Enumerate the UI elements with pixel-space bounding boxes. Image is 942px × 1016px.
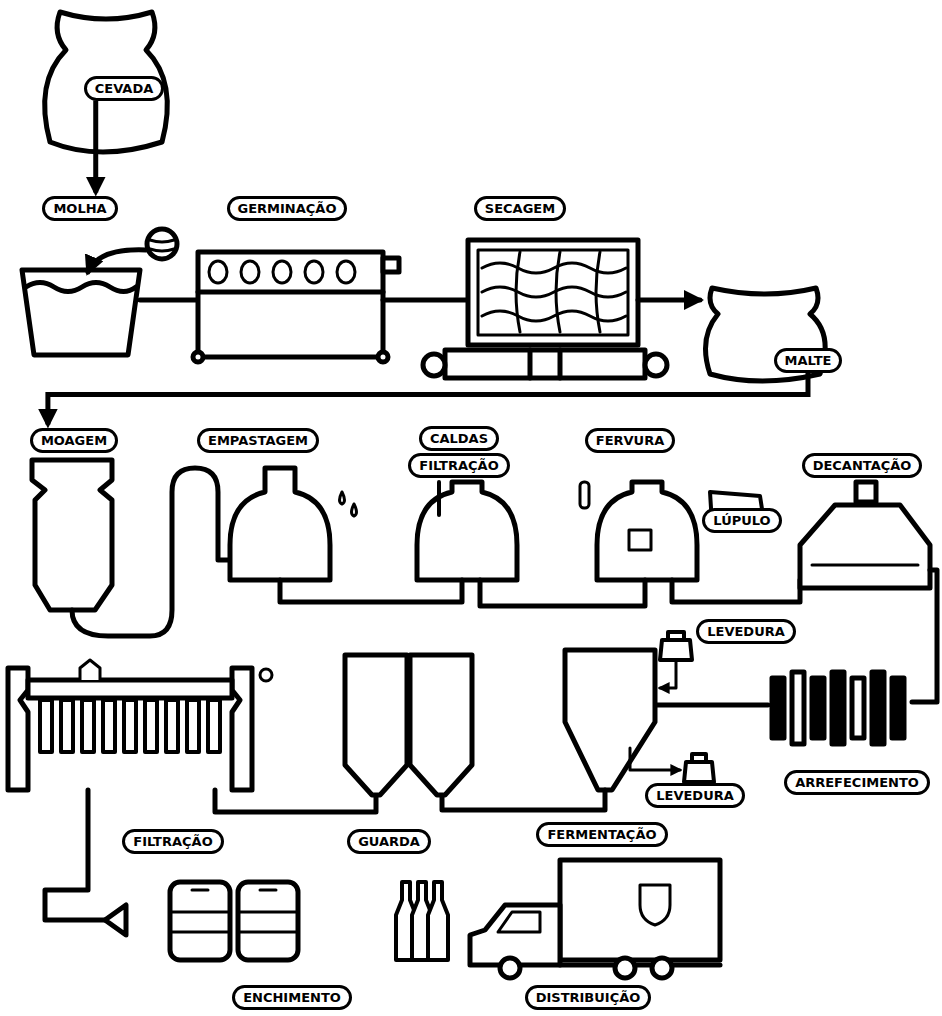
steeping-tank: [22, 229, 177, 355]
flow-arrow: [638, 298, 700, 303]
step-name: GERMINAÇÃO: [238, 200, 337, 217]
step-label: FILTRAÇÃO: [122, 829, 223, 854]
germination-box: [193, 252, 399, 362]
step-name: MOAGEM: [41, 432, 107, 449]
kegs: [170, 882, 298, 960]
step-name: MALTE: [785, 352, 832, 369]
step-label: MOAGEM: [30, 428, 118, 453]
fermenter: [565, 632, 714, 790]
pipe: [672, 580, 800, 602]
filter-plate: [61, 700, 73, 752]
step-name: FERVURA: [596, 432, 664, 449]
cooler-plate: [852, 678, 864, 738]
whirlpool: [800, 482, 930, 588]
step-label: DISTRIBUIÇÃO: [525, 985, 652, 1010]
step-name: LEVEDURA: [707, 623, 785, 640]
step-label: ENCHIMENTO: [232, 985, 352, 1010]
step-label: CEVADA: [84, 76, 165, 101]
outlet: [105, 905, 126, 935]
pipe: [912, 570, 937, 702]
step-label: FILTRAÇÃO: [408, 453, 509, 478]
step-label: LÚPULO: [702, 508, 781, 533]
step-label: MOLHA: [42, 196, 117, 221]
step-label: LEVEDURA: [696, 619, 796, 644]
cooler-plate: [812, 678, 824, 738]
step-label: GERMINAÇÃO: [227, 196, 348, 221]
flow-arrow: [48, 373, 808, 425]
barley-sack: [45, 12, 168, 152]
filter-plate: [103, 700, 115, 752]
step-label: EMPASTAGEM: [197, 428, 319, 453]
flow-arrow: [93, 101, 98, 193]
step-label: ARREFECIMENTO: [784, 770, 930, 795]
filter-plate: [82, 700, 94, 752]
pipe: [215, 790, 376, 812]
filter-plate: [124, 700, 136, 752]
cooler-plate: [792, 672, 804, 744]
pipe: [280, 580, 462, 602]
plate-cooler: [772, 672, 904, 744]
step-label: SECAGEM: [474, 196, 566, 221]
lauter-tun: [417, 482, 517, 580]
filter-plate: [40, 700, 52, 752]
filter-plate: [208, 700, 220, 752]
step-label: DECANTAÇÃO: [802, 453, 923, 478]
step-name: FILTRAÇÃO: [419, 457, 498, 474]
step-label: FERVURA: [585, 428, 675, 453]
step-name: DISTRIBUIÇÃO: [536, 989, 641, 1006]
step-name: CEVADA: [95, 80, 154, 97]
step-name: CALDAS: [430, 430, 488, 447]
pipe: [655, 703, 768, 708]
maturation-tanks: [345, 655, 472, 795]
step-name: FERMENTAÇÃO: [547, 826, 656, 843]
cooler-plate: [832, 672, 844, 744]
pipe: [442, 790, 605, 810]
filter-plate: [187, 700, 199, 752]
step-name: MOLHA: [53, 200, 106, 217]
cooler-plate: [872, 672, 884, 744]
step-name: SECAGEM: [485, 200, 555, 217]
step-name: ARREFECIMENTO: [795, 774, 919, 791]
step-name: LÚPULO: [713, 512, 770, 529]
pipe: [383, 298, 468, 303]
step-name: FILTRAÇÃO: [133, 833, 212, 850]
pipe: [140, 298, 198, 303]
cooler-plate: [772, 678, 784, 738]
step-name: EMPASTAGEM: [208, 432, 308, 449]
step-name: GUARDA: [358, 833, 420, 850]
pipe: [72, 468, 230, 636]
bottles: [396, 882, 448, 960]
step-name: DECANTAÇÃO: [813, 457, 912, 474]
pipe: [480, 580, 645, 606]
step-label: FERMENTAÇÃO: [536, 822, 667, 847]
delivery-truck: [470, 860, 720, 978]
step-name: ENCHIMENTO: [243, 989, 341, 1006]
filter-press: [8, 660, 272, 790]
filter-plate: [145, 700, 157, 752]
step-label: LEVEDURA: [645, 783, 745, 808]
boil-kettle: [580, 482, 697, 580]
mill: [32, 460, 112, 610]
filter-plate: [166, 700, 178, 752]
step-label: GUARDA: [347, 829, 431, 854]
cooler-plate: [892, 678, 904, 738]
pipe: [45, 790, 105, 920]
kiln: [423, 240, 667, 378]
step-name: LEVEDURA: [656, 787, 734, 804]
step-label: MALTE: [774, 348, 843, 373]
step-label: CALDAS: [419, 426, 499, 451]
mash-tun: [230, 468, 357, 580]
